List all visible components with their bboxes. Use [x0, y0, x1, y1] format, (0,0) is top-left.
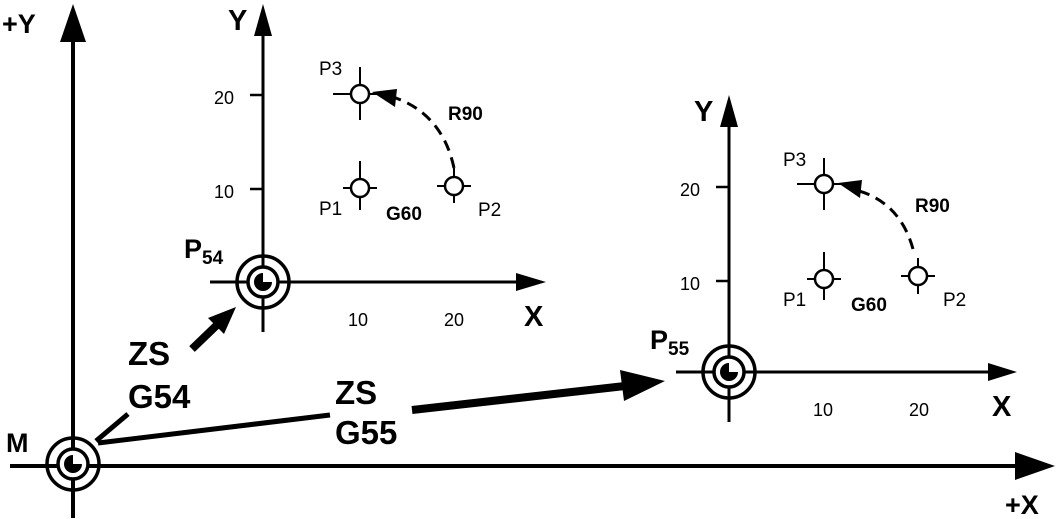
g54-point-p3: [333, 67, 377, 120]
g54-x-arrowhead: [516, 273, 546, 291]
g55-origin-label: P55: [650, 325, 690, 360]
g54-point-p1: [343, 161, 377, 210]
machine-axes: +X +Y: [2, 4, 1055, 519]
g54-arc-arrowhead: [372, 89, 397, 107]
g54-point-p2: [437, 168, 471, 203]
g55-origin-symbol: [701, 344, 757, 400]
g54-arc-r90: [389, 94, 456, 169]
machine-zero-symbol: M: [6, 428, 101, 492]
g55-ytick-label-10: 10: [680, 274, 700, 294]
g55-point-p1: [807, 252, 841, 300]
g54-point-label-p2: P2: [478, 200, 501, 221]
g55-ytick-label-20: 20: [680, 180, 700, 200]
g55-point-label-p2: P2: [943, 290, 966, 311]
g54-xtick-label-10: 10: [348, 310, 368, 330]
machine-y-label: +Y: [2, 9, 36, 39]
machine-zero-label: M: [6, 428, 29, 458]
g55-point-p2: [901, 258, 935, 294]
g55-code-label: G60: [851, 295, 887, 316]
g55-y-label: Y: [694, 96, 713, 128]
frame-g55: Y X 20 10 10 20 P55 P1 P2: [650, 95, 1017, 423]
g54-xtick-label-20: 20: [444, 310, 464, 330]
g54-x-label: X: [524, 301, 544, 333]
frame-g54: Y X 20 10 10 20 P54 P1 P2: [184, 4, 546, 333]
g54-origin-label: P54: [184, 234, 224, 269]
shift-g54-line1: ZS: [128, 335, 170, 372]
g54-origin-symbol: [235, 254, 291, 310]
shift-arrow-g55: [97, 370, 665, 446]
machine-zero-outer-ring: [45, 436, 101, 492]
machine-x-arrowhead: [1015, 452, 1055, 480]
g54-y-label: Y: [228, 5, 247, 37]
g55-point-p3: [797, 158, 841, 210]
g54-origin-subscript: 54: [202, 248, 224, 269]
g55-arc-r90: [855, 188, 915, 250]
g55-point-label-p3: P3: [783, 150, 806, 171]
g54-ytick-label-20: 20: [214, 88, 234, 108]
shift-g54-line2: G54: [128, 378, 191, 415]
g55-origin-subscript: 55: [668, 339, 690, 360]
g55-arc-label: R90: [915, 196, 950, 217]
g54-arc-label: R90: [448, 104, 483, 125]
g55-point-label-p1: P1: [783, 290, 806, 311]
g54-point-label-p3: P3: [319, 59, 342, 80]
g55-y-arrowhead: [720, 95, 738, 127]
g54-y-arrowhead: [254, 4, 272, 36]
g55-arc-arrowhead: [838, 180, 862, 198]
shift-g55-line2: G55: [335, 414, 397, 451]
g55-xtick-label-20: 20: [909, 400, 929, 420]
g55-x-label: X: [992, 391, 1012, 423]
m-to-g55-connector: [94, 412, 130, 443]
machine-zero-fill: [64, 455, 82, 473]
g54-point-label-p1: P1: [319, 199, 342, 220]
g55-xtick-label-10: 10: [813, 400, 833, 420]
g54-ytick-label-10: 10: [214, 182, 234, 202]
g54-code-label: G60: [386, 204, 422, 225]
g55-x-arrowhead: [988, 363, 1017, 381]
machine-y-arrowhead: [60, 4, 86, 42]
shift-arrow-g54: [189, 307, 236, 352]
shift-g55-line1: ZS: [335, 374, 377, 411]
machine-x-label: +X: [1005, 490, 1039, 519]
